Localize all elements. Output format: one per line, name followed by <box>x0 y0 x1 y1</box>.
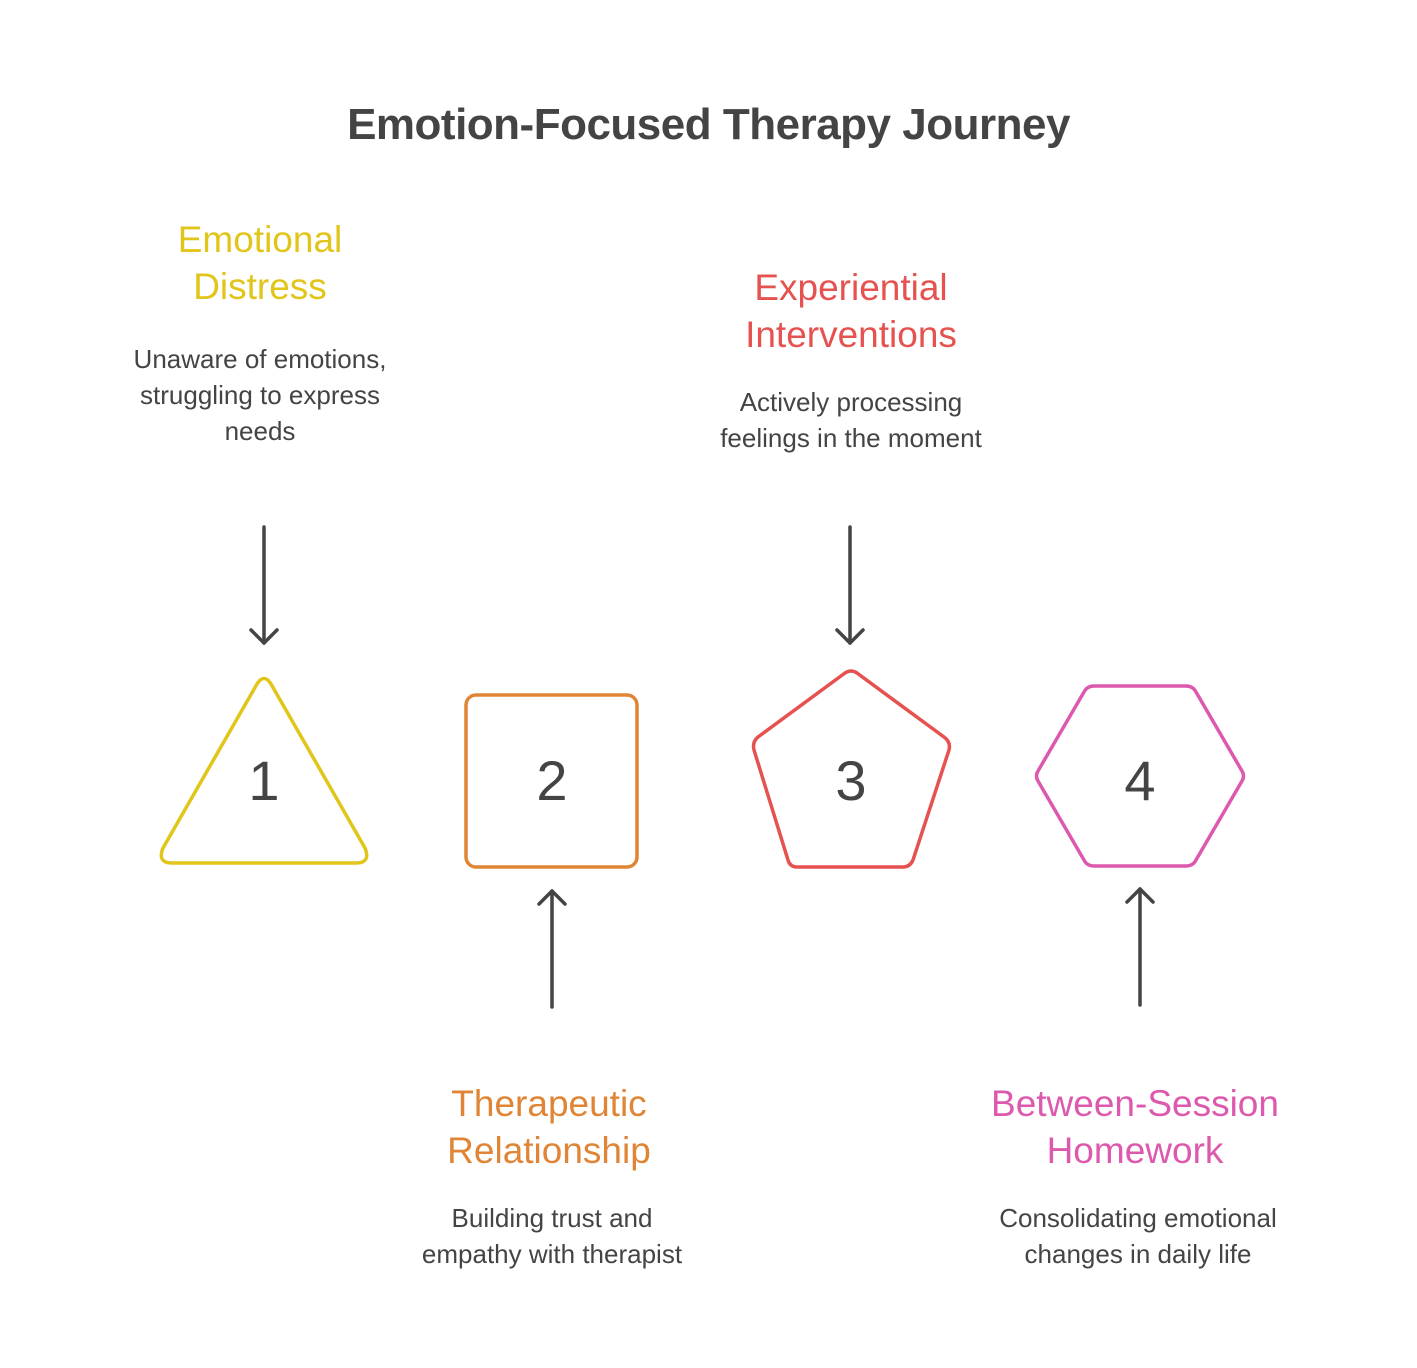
diagram-title: Emotion-Focused Therapy Journey <box>347 100 1070 149</box>
step-4-title-line-2: Homework <box>1046 1130 1224 1171</box>
step-2-desc-line-1: Building trust and <box>451 1203 653 1233</box>
step-3-description: Actively processing feelings in the mome… <box>651 384 1051 456</box>
step-1-title-line-1: Emotional <box>177 219 343 260</box>
arrow-down-step-1 <box>249 525 279 645</box>
step-1-desc-line-1: Unaware of emotions, <box>133 344 387 374</box>
step-3-number: 3 <box>835 749 866 812</box>
arrow-up-step-4 <box>1125 887 1155 1007</box>
step-3-desc-line-1: Actively processing <box>739 387 963 417</box>
step-2-title-line-1: Therapeutic <box>451 1083 647 1124</box>
step-3-title-line-1: Experiential <box>754 267 948 308</box>
step-1-desc-line-2: struggling to express <box>140 380 380 410</box>
step-2-description: Building trust and empathy with therapis… <box>352 1200 752 1272</box>
step-4-desc-line-2: changes in daily life <box>1024 1239 1252 1269</box>
step-4-description: Consolidating emotional changes in daily… <box>938 1200 1338 1272</box>
hexagon-shape-step-4 <box>1034 684 1246 868</box>
step-1-description: Unaware of emotions, struggling to expre… <box>60 341 460 449</box>
step-1-number: 1 <box>248 749 279 812</box>
step-1-title-line-2: Distress <box>193 266 327 307</box>
square-shape-step-2 <box>464 693 639 869</box>
step-4-title-line-1: Between-Session <box>991 1083 1279 1124</box>
arrow-up-step-2 <box>537 889 567 1009</box>
step-3-title: Experiential Interventions <box>651 264 1051 358</box>
step-2-title: Therapeutic Relationship <box>349 1080 749 1174</box>
step-2-number: 2 <box>536 749 567 812</box>
step-2-title-line-2: Relationship <box>447 1130 651 1171</box>
step-3-desc-line-2: feelings in the moment <box>720 423 982 453</box>
step-1-desc-line-3: needs <box>224 416 296 446</box>
step-4-number: 4 <box>1124 749 1155 812</box>
arrow-down-step-3 <box>835 525 865 645</box>
step-2-desc-line-2: empathy with therapist <box>421 1239 683 1269</box>
step-4-title: Between-Session Homework <box>935 1080 1335 1174</box>
step-3-title-line-2: Interventions <box>745 314 957 355</box>
step-4-desc-line-1: Consolidating emotional <box>999 1203 1277 1233</box>
triangle-shape-step-1 <box>159 676 369 865</box>
pentagon-shape-step-3 <box>751 669 952 869</box>
step-1-title: Emotional Distress <box>60 216 460 310</box>
